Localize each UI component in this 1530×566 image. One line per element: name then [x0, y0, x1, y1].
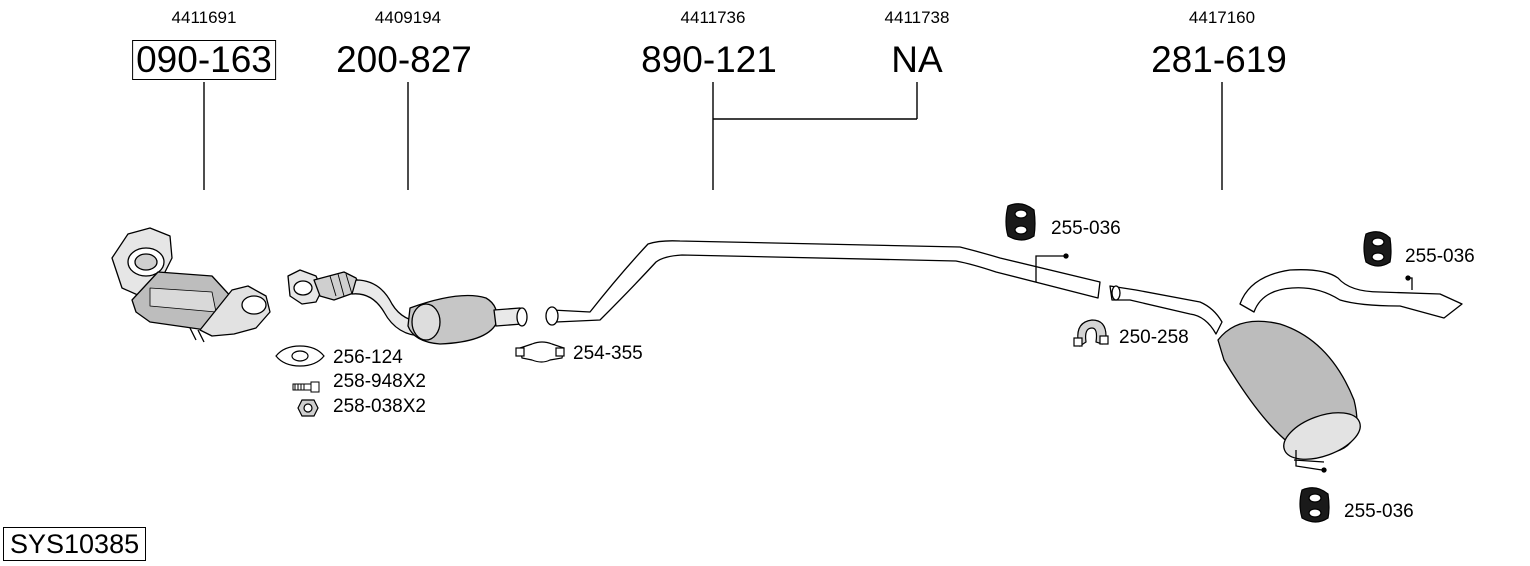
- part-number-200-827[interactable]: 200-827: [336, 39, 472, 80]
- rear-silencer: [1109, 269, 1463, 460]
- clamp-rear-icon: [1073, 319, 1109, 347]
- label-stud[interactable]: 258-948X2: [333, 371, 426, 392]
- label-clamp-rear[interactable]: 250-258: [1119, 327, 1189, 348]
- oe-number-4: 4411738: [884, 8, 950, 27]
- oe-number-2: 4409194: [374, 8, 442, 27]
- hanger-hooks: [1035, 253, 1413, 473]
- rubber-hanger-mid-icon: [1005, 203, 1036, 241]
- system-code: SYS10385: [3, 527, 147, 561]
- label-gasket[interactable]: 256-124: [333, 347, 403, 368]
- nut-icon: [297, 399, 319, 417]
- part-number-090-163[interactable]: 090-163: [132, 40, 276, 80]
- label-nut[interactable]: 258-038X2: [333, 396, 426, 417]
- part-number-281-619[interactable]: 281-619: [1151, 39, 1287, 80]
- clamp-front-icon: [515, 341, 565, 363]
- label-hanger-mid[interactable]: 255-036: [1051, 218, 1121, 239]
- part-number-na: NA: [891, 39, 943, 80]
- label-hanger-bottom[interactable]: 255-036: [1344, 501, 1414, 522]
- gasket-icon: [275, 345, 325, 367]
- front-pipe-flex: [287, 269, 528, 345]
- rubber-hanger-bottom-icon: [1299, 487, 1330, 523]
- intermediate-pipe: [545, 240, 1101, 326]
- oe-number-5: 4417160: [1188, 8, 1256, 27]
- part-number-890-121[interactable]: 890-121: [641, 39, 777, 80]
- label-hanger-tail[interactable]: 255-036: [1405, 246, 1475, 267]
- oe-number-3: 4411736: [680, 8, 746, 27]
- catalytic-converter: [111, 227, 271, 343]
- stud-icon: [292, 381, 320, 393]
- rubber-hanger-tail-icon: [1363, 231, 1392, 267]
- label-clamp-front[interactable]: 254-355: [573, 343, 643, 364]
- oe-number-1: 4411691: [171, 8, 237, 27]
